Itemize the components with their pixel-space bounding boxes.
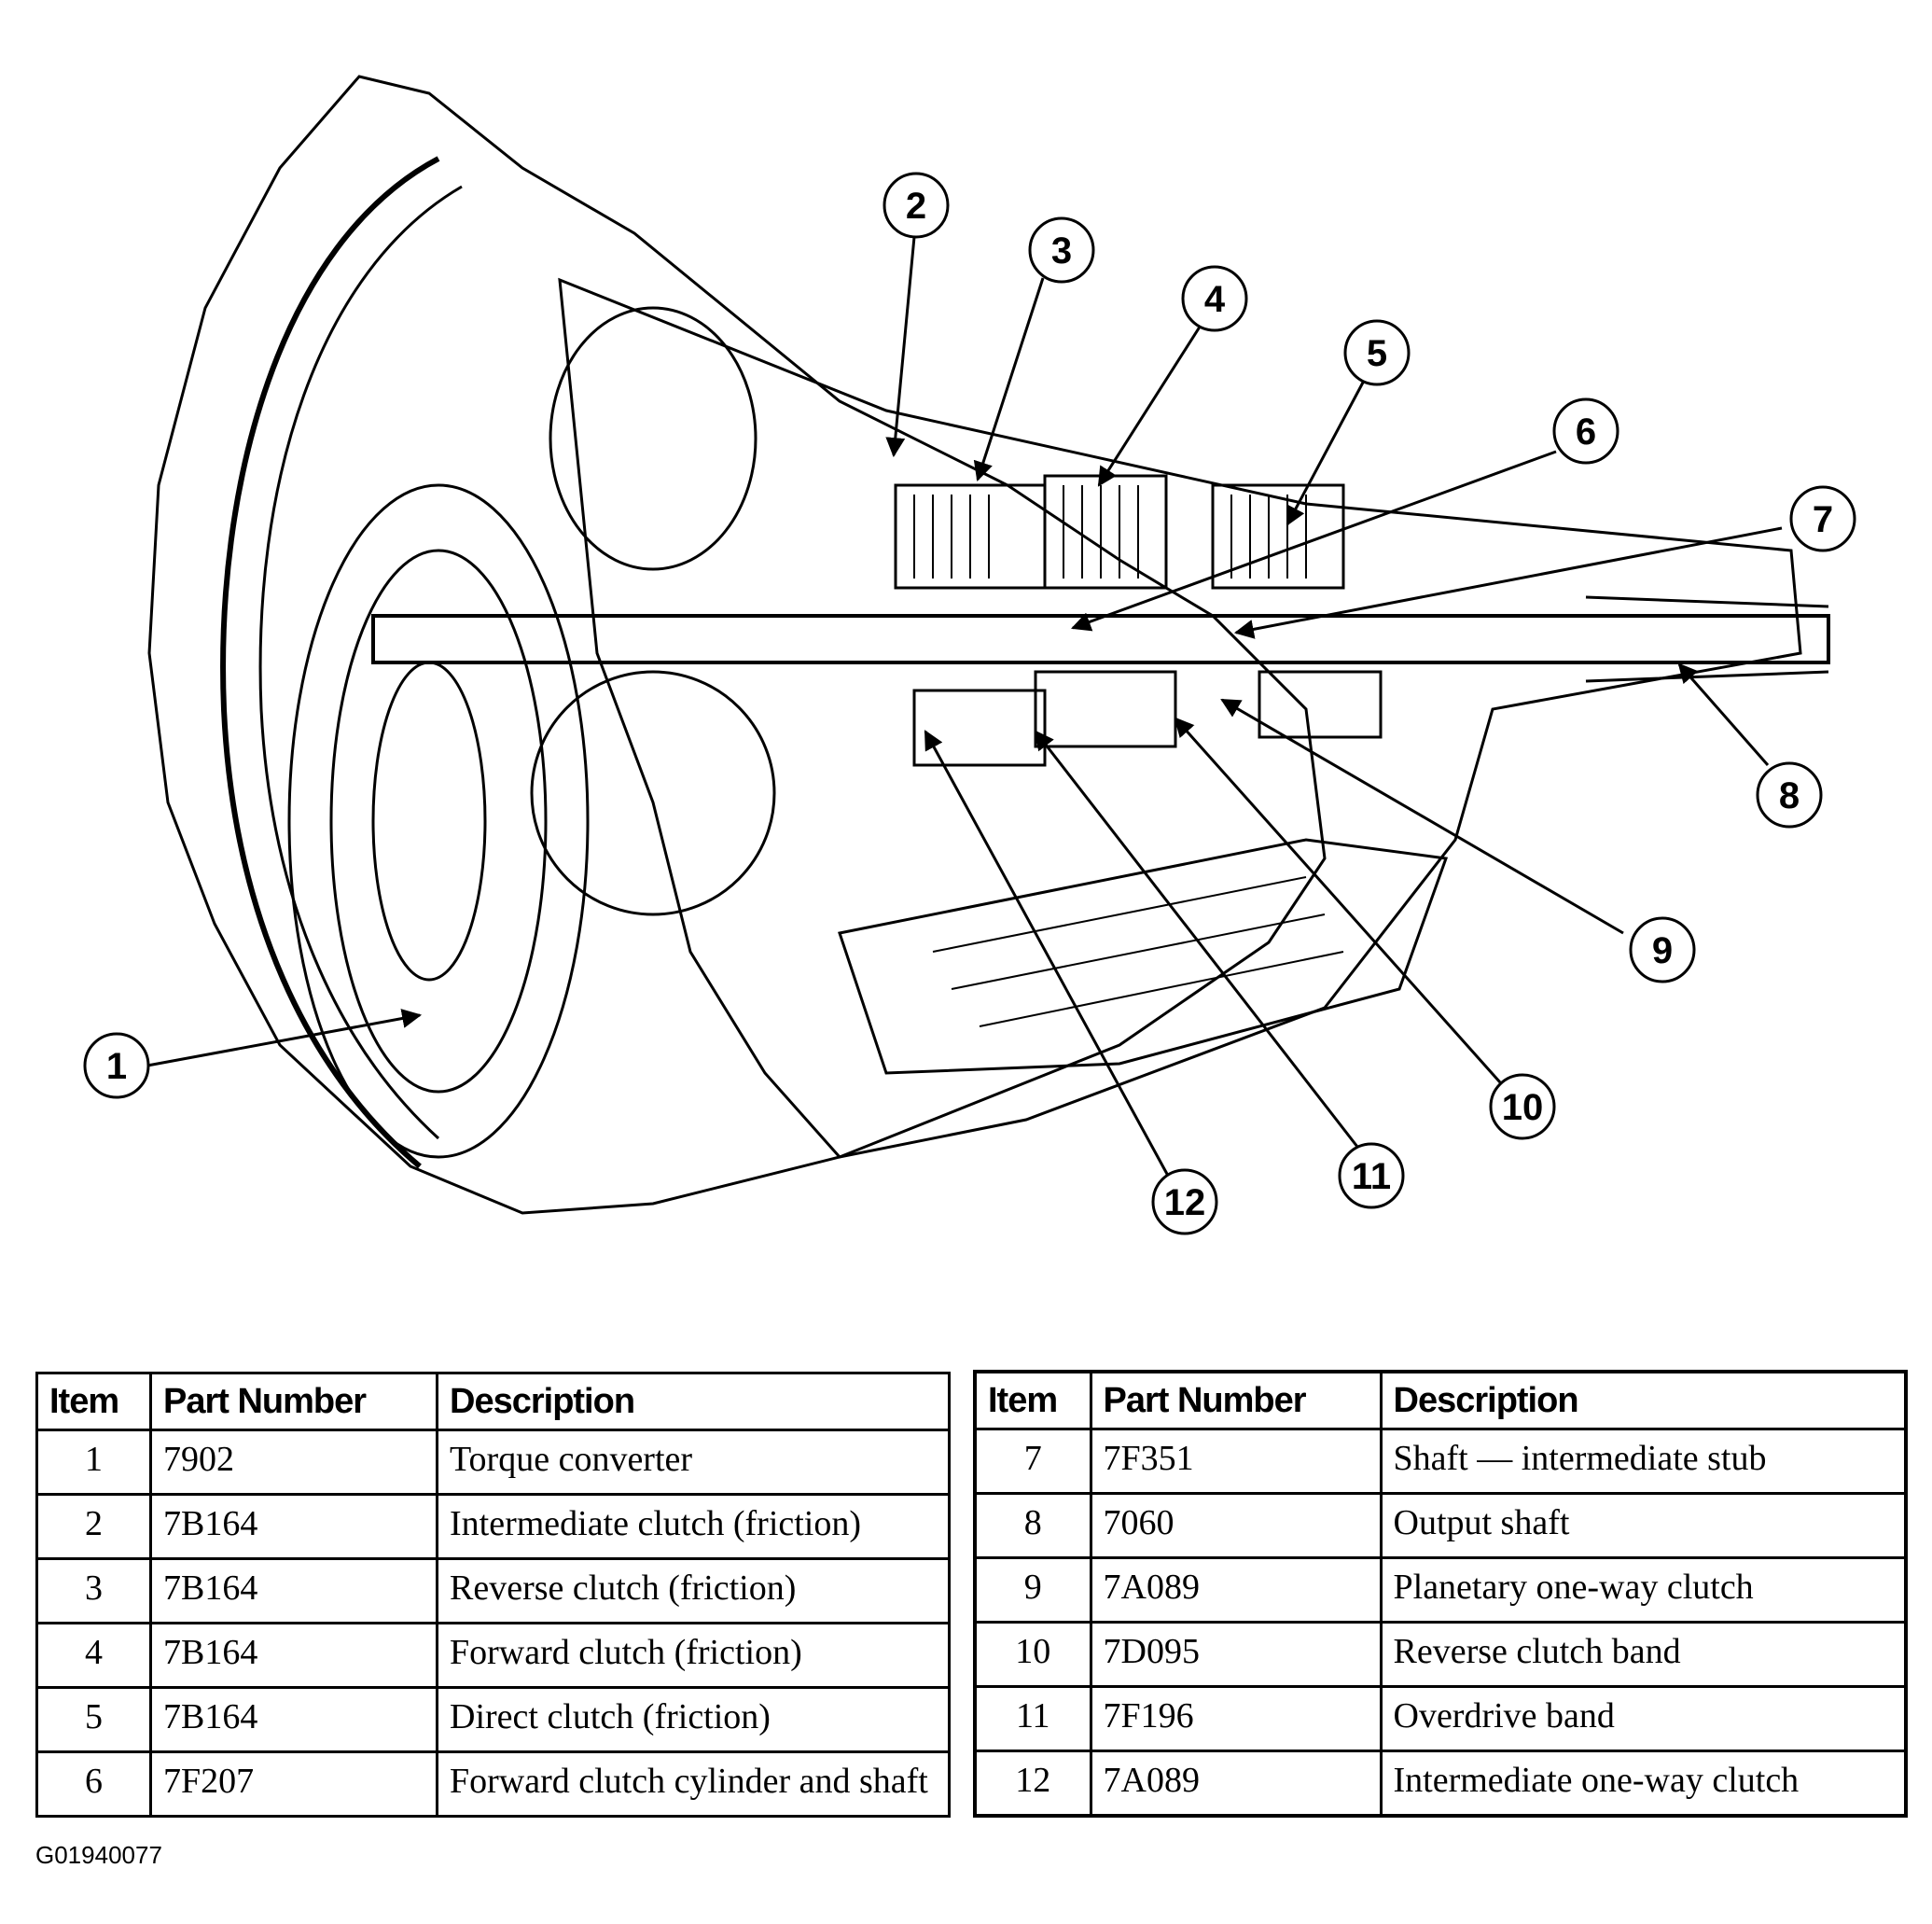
callout-5: 5 <box>1343 319 1411 386</box>
callout-1: 1 <box>83 1032 150 1099</box>
table-row: 11 7F196 Overdrive band <box>973 1685 1908 1752</box>
cell-part-number: 7B164 <box>149 1493 438 1560</box>
cell-description: Direct clutch (friction) <box>436 1686 951 1753</box>
table-row: 5 7B164 Direct clutch (friction) <box>35 1686 951 1753</box>
callout-leader-lines <box>146 236 1783 1177</box>
cell-item: 9 <box>973 1556 1092 1624</box>
callout-label: 6 <box>1576 411 1596 453</box>
header-description: Description <box>436 1372 951 1431</box>
callout-11: 11 <box>1338 1142 1405 1209</box>
cell-description: Torque converter <box>436 1429 951 1496</box>
cell-description: Forward clutch cylinder and shaft <box>436 1750 951 1818</box>
cell-item: 6 <box>35 1750 152 1818</box>
callout-7: 7 <box>1789 485 1856 552</box>
cell-part-number: 7F351 <box>1089 1428 1383 1495</box>
callout-label: 4 <box>1204 279 1226 320</box>
cell-item: 12 <box>973 1750 1092 1818</box>
parts-table-right: Item Part Number Description 7 7F351 Sha… <box>973 1370 1908 1818</box>
cell-item: 10 <box>973 1621 1092 1688</box>
callout-label: 9 <box>1652 930 1673 971</box>
cell-description: Reverse clutch band <box>1379 1621 1908 1688</box>
table-row: 2 7B164 Intermediate clutch (friction) <box>35 1493 951 1560</box>
callout-label: 3 <box>1051 230 1072 272</box>
callout-6: 6 <box>1552 397 1619 465</box>
cell-part-number: 7B164 <box>149 1686 438 1753</box>
table-header-row: Item Part Number Description <box>973 1370 1908 1430</box>
header-part-number: Part Number <box>149 1372 438 1431</box>
callout-12: 12 <box>1151 1168 1218 1235</box>
table-row: 4 7B164 Forward clutch (friction) <box>35 1622 951 1689</box>
cell-description: Intermediate clutch (friction) <box>436 1493 951 1560</box>
cell-item: 4 <box>35 1622 152 1689</box>
callout-2: 2 <box>883 172 950 239</box>
table-row: 1 7902 Torque converter <box>35 1429 951 1496</box>
parts-table-left: Item Part Number Description 1 7902 Torq… <box>35 1372 951 1818</box>
transmission-cutaway-diagram: 1 2 3 4 5 6 7 8 9 10 11 12 <box>83 75 1856 1235</box>
cell-part-number: 7B164 <box>149 1622 438 1689</box>
callout-8: 8 <box>1756 761 1823 829</box>
table-row: 12 7A089 Intermediate one-way clutch <box>973 1750 1908 1818</box>
transmission-housing <box>147 75 1830 1215</box>
header-description: Description <box>1379 1370 1908 1430</box>
table-row: 7 7F351 Shaft — intermediate stub <box>973 1428 1908 1495</box>
cell-part-number: 7D095 <box>1089 1621 1383 1688</box>
callout-10: 10 <box>1489 1073 1556 1140</box>
figure-code: G01940077 <box>35 1841 162 1869</box>
cell-part-number: 7F207 <box>149 1750 438 1818</box>
callout-4: 4 <box>1181 265 1248 332</box>
cell-part-number: 7902 <box>149 1429 438 1496</box>
callout-label: 5 <box>1367 333 1387 374</box>
cell-description: Shaft — intermediate stub <box>1379 1428 1908 1495</box>
header-item: Item <box>973 1370 1092 1430</box>
cell-part-number: 7A089 <box>1089 1750 1383 1818</box>
callout-label: 10 <box>1502 1087 1544 1128</box>
callout-3: 3 <box>1028 216 1095 284</box>
cell-item: 11 <box>973 1685 1092 1752</box>
cell-part-number: 7B164 <box>149 1557 438 1624</box>
cell-description: Reverse clutch (friction) <box>436 1557 951 1624</box>
cell-part-number: 7A089 <box>1089 1556 1383 1624</box>
callout-label: 11 <box>1352 1156 1391 1197</box>
callout-9: 9 <box>1629 916 1696 983</box>
table-row: 8 7060 Output shaft <box>973 1492 1908 1559</box>
cell-item: 3 <box>35 1557 152 1624</box>
cell-item: 7 <box>973 1428 1092 1495</box>
cell-part-number: 7060 <box>1089 1492 1383 1559</box>
table-row: 6 7F207 Forward clutch cylinder and shaf… <box>35 1750 951 1818</box>
callout-label: 7 <box>1813 499 1833 540</box>
cell-description: Output shaft <box>1379 1492 1908 1559</box>
cell-item: 5 <box>35 1686 152 1753</box>
cell-description: Forward clutch (friction) <box>436 1622 951 1689</box>
cell-item: 2 <box>35 1493 152 1560</box>
callout-label: 2 <box>906 186 926 227</box>
table-header-row: Item Part Number Description <box>35 1372 951 1431</box>
cell-description: Planetary one-way clutch <box>1379 1556 1908 1624</box>
header-part-number: Part Number <box>1089 1370 1383 1430</box>
cell-description: Overdrive band <box>1379 1685 1908 1752</box>
callout-label: 8 <box>1779 775 1800 816</box>
cell-item: 1 <box>35 1429 152 1496</box>
cell-item: 8 <box>973 1492 1092 1559</box>
table-row: 3 7B164 Reverse clutch (friction) <box>35 1557 951 1624</box>
cell-description: Intermediate one-way clutch <box>1379 1750 1908 1818</box>
callout-label: 1 <box>106 1046 127 1087</box>
cell-part-number: 7F196 <box>1089 1685 1383 1752</box>
callout-label: 12 <box>1164 1182 1206 1223</box>
table-row: 10 7D095 Reverse clutch band <box>973 1621 1908 1688</box>
table-row: 9 7A089 Planetary one-way clutch <box>973 1556 1908 1624</box>
header-item: Item <box>35 1372 152 1431</box>
